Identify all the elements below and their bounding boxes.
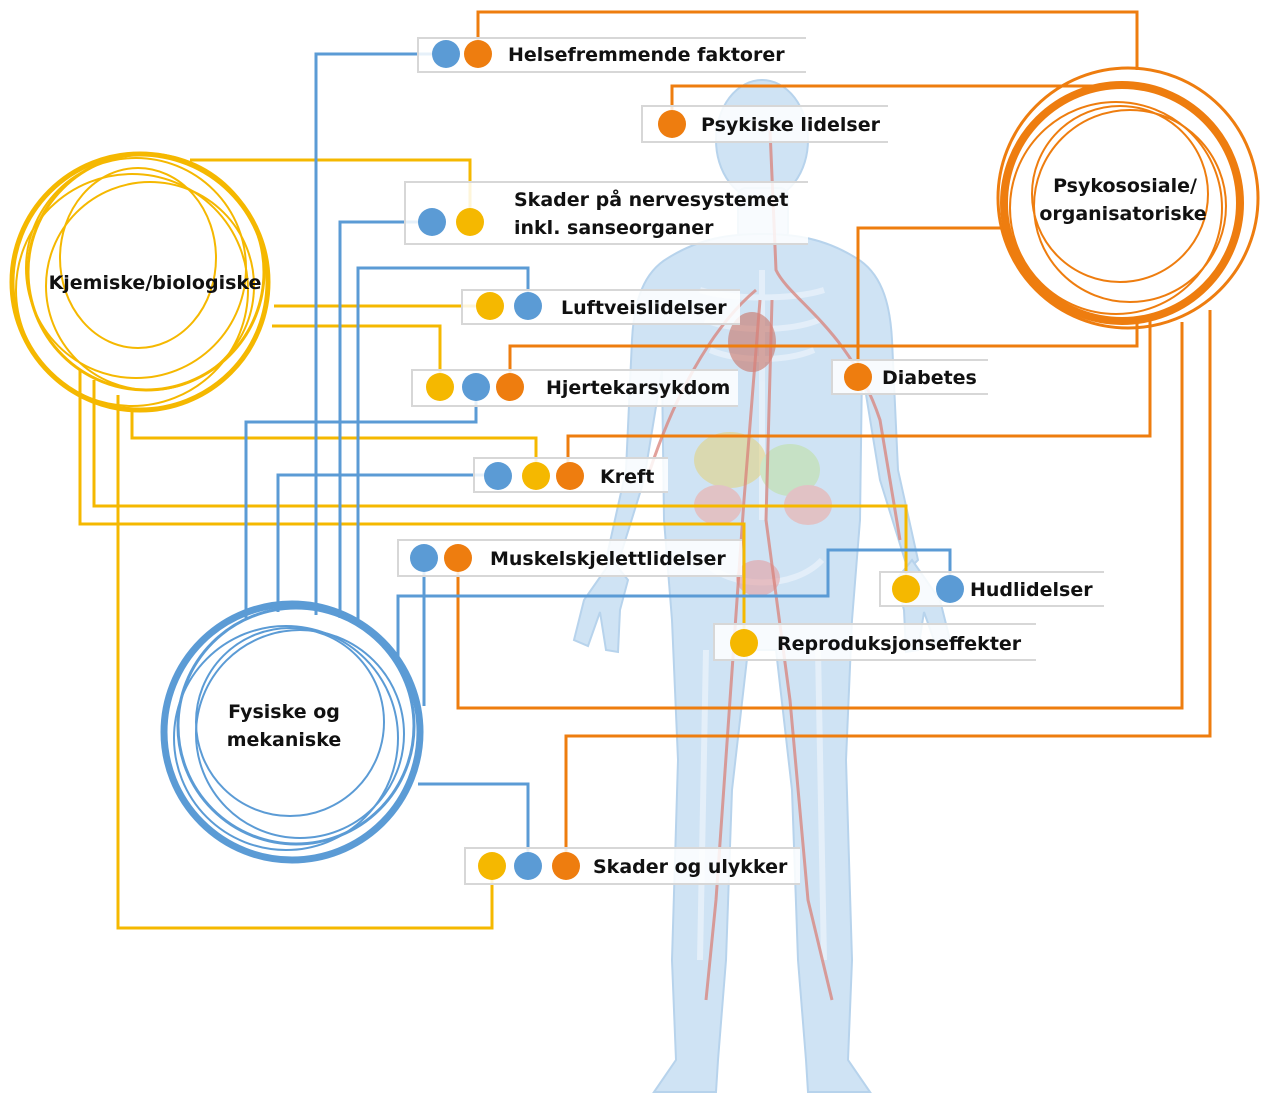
dot-skader-psychosocial bbox=[552, 852, 580, 880]
dot-diabetes-psychosocial bbox=[844, 363, 872, 391]
dot-kreft-psychosocial bbox=[556, 462, 584, 490]
hub-physical-label-2: mekaniske bbox=[227, 729, 342, 751]
dot-psykiske-psychosocial bbox=[658, 110, 686, 138]
box-reproduksjon bbox=[713, 623, 1036, 661]
dot-kreft-chemical bbox=[522, 462, 550, 490]
hub-chemical-label: Kjemiske/biologiske bbox=[49, 272, 262, 294]
label-psykiske: Psykiske lidelser bbox=[701, 114, 881, 136]
dot-reproduksjon-chemical bbox=[730, 629, 758, 657]
box-nervesystem bbox=[404, 181, 808, 245]
label-hjerte: Hjertekarsykdom bbox=[546, 377, 730, 399]
outcome-boxes bbox=[397, 37, 1104, 885]
hub-psychosocial-label-1: Psykososiale/ bbox=[1053, 175, 1197, 197]
hub-chemical bbox=[9, 151, 271, 413]
dot-skader-chemical bbox=[478, 852, 506, 880]
dot-hjerte-chemical bbox=[426, 373, 454, 401]
label-luftvei: Luftveislidelser bbox=[561, 297, 727, 319]
box-skader bbox=[464, 847, 800, 885]
dot-hud-physical bbox=[936, 575, 964, 603]
dot-hjerte-physical bbox=[462, 373, 490, 401]
dot-helsefremmende-physical bbox=[432, 40, 460, 68]
dot-nervesystem-chemical bbox=[456, 208, 484, 236]
box-psykiske bbox=[641, 105, 888, 143]
label-helsefremmende: Helsefremmende faktorer bbox=[508, 44, 785, 66]
dot-muskel-psychosocial bbox=[444, 544, 472, 572]
box-hud bbox=[879, 571, 1104, 607]
dot-hud-chemical bbox=[892, 575, 920, 603]
psychosocial-connectors bbox=[456, 10, 1212, 866]
label-nervesystem-2: inkl. sanseorganer bbox=[514, 217, 714, 239]
label-diabetes: Diabetes bbox=[882, 367, 977, 389]
dot-muskel-physical bbox=[410, 544, 438, 572]
label-reproduksjon: Reproduksjonseffekter bbox=[777, 633, 1022, 655]
dot-hjerte-psychosocial bbox=[496, 373, 524, 401]
dot-skader-physical bbox=[514, 852, 542, 880]
hub-psychosocial bbox=[996, 66, 1260, 330]
box-muskel bbox=[397, 539, 742, 577]
outcome-dots bbox=[410, 40, 964, 880]
dot-kreft-physical bbox=[484, 462, 512, 490]
dot-luftvei-chemical bbox=[476, 292, 504, 320]
physical-connectors bbox=[244, 52, 952, 866]
box-helsefremmende bbox=[417, 37, 806, 73]
hub-psychosocial-label-2: organisatoriske bbox=[1039, 203, 1206, 225]
dot-nervesystem-physical bbox=[418, 208, 446, 236]
dot-helsefremmende-psychosocial bbox=[464, 40, 492, 68]
label-nervesystem-1: Skader på nervesystemet bbox=[514, 187, 788, 211]
label-kreft: Kreft bbox=[600, 466, 654, 488]
label-muskel: Muskelskjelettlidelser bbox=[490, 548, 726, 570]
label-skader: Skader og ulykker bbox=[593, 856, 788, 878]
dot-luftvei-physical bbox=[514, 292, 542, 320]
box-hjerte bbox=[411, 369, 738, 407]
hub-physical-label-1: Fysiske og bbox=[228, 701, 340, 723]
label-hud: Hudlidelser bbox=[970, 579, 1093, 601]
hub-physical bbox=[160, 600, 424, 864]
box-diabetes bbox=[831, 359, 988, 395]
